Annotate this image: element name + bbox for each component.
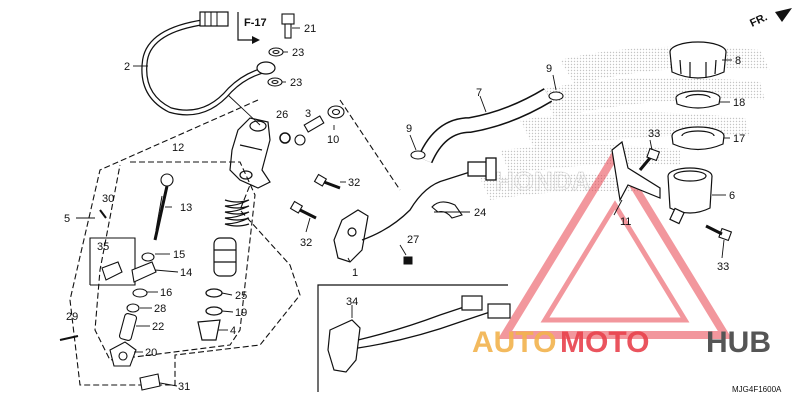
piston-kit-outline <box>94 161 256 361</box>
callout-15: 15 <box>173 249 185 261</box>
callout-33-bottom: 33 <box>717 261 729 273</box>
honda-wing-watermark: HONDA <box>480 46 770 200</box>
nav-ref-label: F-17 <box>244 17 267 29</box>
callout-4: 4 <box>230 325 236 337</box>
spring <box>224 199 250 227</box>
callout-33-top: 33 <box>648 128 660 140</box>
mounting-bolt <box>289 173 341 220</box>
stay-bolt <box>638 147 733 242</box>
push-rod <box>153 173 174 241</box>
triangle-logo-watermark <box>497 147 733 339</box>
callout-17: 17 <box>733 133 745 145</box>
callout-11: 11 <box>620 216 631 228</box>
callout-32-bottom: 32 <box>300 237 312 249</box>
oil-bolt <box>281 13 295 39</box>
reservoir-tank <box>667 167 713 225</box>
cap-plate <box>675 90 721 109</box>
drawing-code: MJG4F1600A <box>732 385 782 394</box>
callout-26: 26 <box>276 109 288 121</box>
circlip <box>205 288 223 316</box>
autmotohub-watermark: AUTO MOTO HUB <box>472 326 771 359</box>
brake-hose <box>141 11 276 116</box>
callout-12: 12 <box>172 142 184 154</box>
callout-9-top: 9 <box>546 63 552 75</box>
reservoir-stay <box>611 140 661 202</box>
callout-22: 22 <box>152 321 164 333</box>
hose-clip <box>410 91 564 160</box>
diaphragm <box>671 126 725 151</box>
callout-23b: 23 <box>290 77 302 89</box>
callout-6: 6 <box>729 190 735 202</box>
cotter-pin <box>59 209 161 391</box>
callout-28: 28 <box>154 303 166 315</box>
sealing-washer <box>267 47 284 87</box>
joint-plate <box>101 261 157 283</box>
mounting-bracket <box>333 209 369 263</box>
direction-label: FR. <box>748 11 769 29</box>
callout-16: 16 <box>160 287 172 299</box>
callout-19: 19 <box>235 307 247 319</box>
watermark-part-1: AUTO <box>472 326 556 359</box>
callout-31: 31 <box>178 381 190 393</box>
callout-7: 7 <box>476 87 482 99</box>
callout-8: 8 <box>735 55 741 67</box>
callout-9-left: 9 <box>406 123 412 135</box>
callout-20: 20 <box>145 347 157 359</box>
callout-21: 21 <box>304 23 316 35</box>
master-cylinder-body <box>229 117 271 189</box>
boot <box>197 319 221 341</box>
callout-35: 35 <box>97 241 109 253</box>
callout-14: 14 <box>180 267 192 279</box>
leader-lines <box>76 27 732 387</box>
piston-assembly <box>213 237 237 277</box>
callout-2: 2 <box>124 61 130 73</box>
callout-3: 3 <box>305 108 311 120</box>
callout-labels: 2 21 23 23 26 3 10 7 9 9 8 18 17 6 33 33… <box>64 23 745 393</box>
nav-reference: F-17 <box>237 12 267 44</box>
callout-34: 34 <box>346 296 358 308</box>
callout-25: 25 <box>235 290 247 302</box>
callout-32-top: 32 <box>348 177 360 189</box>
callout-29: 29 <box>66 311 78 323</box>
callout-23a: 23 <box>292 47 304 59</box>
svg-text:HONDA: HONDA <box>495 166 591 196</box>
brake-switch-wire <box>361 157 497 241</box>
wire-clamp <box>431 201 463 219</box>
rod-end <box>109 341 137 367</box>
callout-13: 13 <box>180 202 192 214</box>
bracket-screw <box>403 256 413 265</box>
lock-nut <box>126 252 155 313</box>
callout-27: 27 <box>407 234 419 246</box>
watermark-part-3: HUB <box>706 326 771 359</box>
joint-fitting <box>294 115 325 146</box>
callout-5: 5 <box>64 213 70 225</box>
callout-24: 24 <box>474 207 486 219</box>
o-ring <box>279 132 291 144</box>
detail-box <box>89 237 136 286</box>
callout-10: 10 <box>327 134 339 146</box>
callout-18: 18 <box>733 97 745 109</box>
watermark-part-2: MOTO <box>560 326 649 359</box>
direction-indicator: FR. <box>748 8 792 30</box>
callout-30: 30 <box>102 193 114 205</box>
reservoir-hose <box>417 88 553 164</box>
callout-1: 1 <box>352 267 358 279</box>
reservoir-cap <box>669 41 727 79</box>
switch-detail-inset <box>317 284 511 392</box>
clip-washer <box>327 105 345 119</box>
assembly-outline <box>69 99 401 386</box>
bushing <box>118 313 138 341</box>
